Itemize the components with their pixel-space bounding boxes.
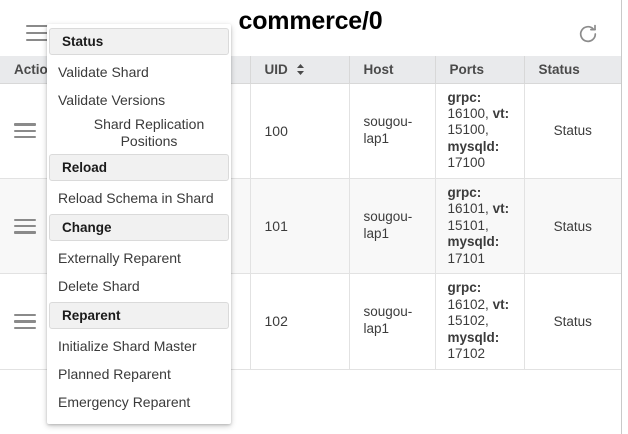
hamburger-bar [14, 129, 36, 132]
menu-item-validate-shard[interactable]: Validate Shard [47, 58, 231, 86]
menu-item-reload-schema-in-shard[interactable]: Reload Schema in Shard [47, 184, 231, 212]
column-label-status: Status [538, 61, 580, 77]
row-host: sougou-lap1 [349, 178, 436, 275]
menu-section-header-reload: Reload [49, 154, 229, 181]
menu-item-emergency-reparent[interactable]: Emergency Reparent [47, 388, 231, 416]
hamburger-bar [26, 31, 50, 35]
row-ports: grpc: 16101, vt: 15101, mysqld: 17101 [435, 178, 525, 275]
column-header-status: Status [524, 56, 621, 84]
ports-grpc-label: grpc: [447, 184, 482, 200]
row-status[interactable]: Status [524, 273, 621, 370]
page-title: commerce/0 [238, 7, 383, 35]
column-label-ports: Ports [449, 61, 485, 77]
ports-vt-label: vt: [492, 105, 510, 121]
menu-section-header-status: Status [49, 28, 229, 55]
column-label-host: Host [363, 61, 394, 77]
ports-vt-value: 15100, [447, 122, 489, 138]
ports-mysqld-label: mysqld: [447, 234, 500, 250]
vertical-scrollbar[interactable] [621, 0, 628, 434]
ports-mysqld-value: 17100 [447, 155, 486, 171]
ports-vt-label: vt: [492, 296, 510, 312]
hamburger-bar [26, 25, 50, 28]
column-header-ports: Ports [435, 56, 525, 84]
sort-arrows-icon[interactable] [295, 63, 306, 76]
ports-mysqld-label: mysqld: [447, 329, 500, 345]
shard-actions-menu: Status Validate Shard Validate Versions … [47, 24, 231, 424]
hamburger-icon[interactable] [26, 25, 50, 42]
ports-mysqld-value: 17101 [447, 250, 486, 266]
ports-grpc-value: 16101, [447, 201, 489, 217]
ports-vt-value: 15102, [447, 313, 489, 329]
row-ports: grpc: 16102, vt: 15102, mysqld: 17102 [435, 273, 525, 370]
row-uid: 102 [250, 273, 350, 370]
menu-section-header-reparent: Reparent [49, 302, 229, 329]
row-menu-icon[interactable] [14, 313, 36, 330]
ports-mysqld-value: 17102 [447, 346, 486, 362]
refresh-icon[interactable] [576, 22, 600, 46]
column-header-uid[interactable]: UID [250, 56, 350, 84]
row-uid: 100 [250, 83, 350, 179]
row-host: sougou-lap1 [349, 273, 436, 370]
ports-grpc-label: grpc: [447, 280, 482, 296]
row-menu-icon[interactable] [14, 123, 36, 139]
row-status[interactable]: Status [524, 178, 621, 275]
row-status[interactable]: Status [524, 83, 621, 179]
row-uid: 101 [250, 178, 350, 275]
hamburger-bar [14, 320, 36, 323]
column-label-uid: UID [264, 61, 288, 77]
menu-item-planned-reparent[interactable]: Planned Reparent [47, 360, 231, 388]
hamburger-bar [14, 326, 36, 330]
ports-mysqld-label: mysqld: [447, 138, 500, 154]
menu-item-shard-replication-positions[interactable]: Shard Replication Positions [47, 114, 231, 152]
menu-item-externally-reparent[interactable]: Externally Reparent [47, 244, 231, 272]
menu-item-initialize-shard-master[interactable]: Initialize Shard Master [47, 332, 231, 360]
row-host: sougou-lap1 [349, 83, 436, 179]
ports-vt-value: 15101, [447, 217, 489, 233]
hamburger-bar [14, 231, 36, 234]
ports-vt-label: vt: [492, 201, 510, 217]
hamburger-bar [14, 123, 36, 126]
ports-grpc-value: 16102, [447, 296, 489, 312]
hamburger-bar [14, 313, 36, 317]
menu-item-label: Shard Replication Positions [93, 116, 205, 149]
ports-grpc-value: 16100, [447, 105, 489, 121]
row-ports: grpc: 16100, vt: 15100, mysqld: 17100 [435, 83, 525, 179]
hamburger-bar [14, 224, 36, 228]
column-label-action: Action [14, 61, 56, 77]
hamburger-bar [26, 38, 50, 42]
menu-item-validate-versions[interactable]: Validate Versions [47, 86, 231, 114]
hamburger-bar [14, 218, 36, 221]
ports-grpc-label: grpc: [447, 89, 482, 105]
hamburger-bar [14, 135, 36, 139]
column-header-host: Host [349, 56, 436, 84]
row-menu-icon[interactable] [14, 218, 36, 234]
menu-section-header-change: Change [49, 214, 229, 241]
menu-item-delete-shard[interactable]: Delete Shard [47, 272, 231, 300]
